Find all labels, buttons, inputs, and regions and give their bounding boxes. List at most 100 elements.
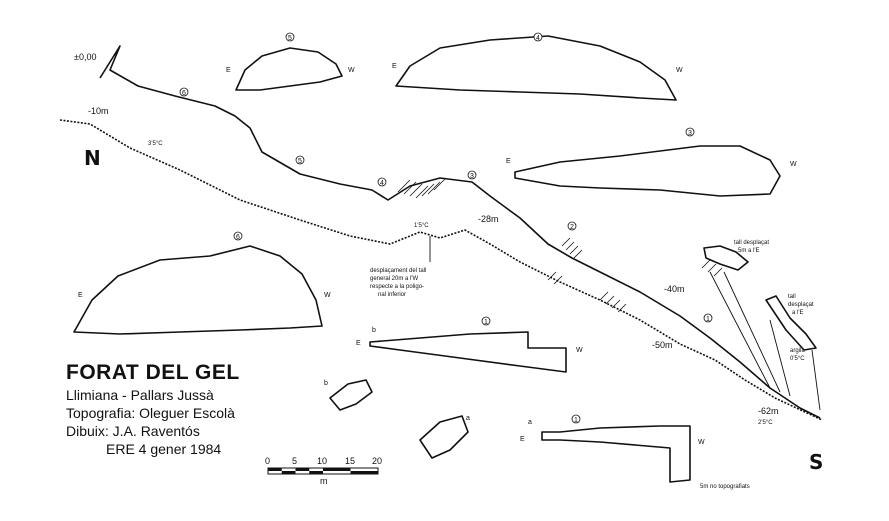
south-label: S	[809, 450, 824, 474]
hatch-block-1	[397, 177, 447, 199]
projection-line-2	[723, 271, 781, 393]
projection-line-3	[769, 319, 791, 397]
scale-unit: m	[320, 476, 328, 486]
location-text: Llimiana - Pallars Jussà	[66, 387, 214, 403]
section-6-number: 6	[236, 234, 240, 241]
profile-marker-3	[467, 170, 477, 180]
shifted-section-1	[703, 245, 749, 271]
projection-line-4	[811, 349, 821, 411]
section-3-east: E	[506, 158, 511, 165]
profile-marker-1-number: 1	[706, 316, 710, 323]
profile-marker-3-number: 3	[470, 173, 474, 180]
profile-marker-5-number: 5	[298, 158, 302, 165]
detail-b-outline	[329, 379, 373, 411]
section-3-number: 3	[688, 130, 692, 137]
drawing-credit: Dibuix: J.A. Raventós	[66, 423, 200, 439]
profile-marker-6	[179, 87, 189, 97]
scale-bar: 0 5 10 15 20 m	[265, 456, 382, 486]
section-1-number: 1	[484, 319, 488, 326]
depth-label-28: -28m	[478, 214, 499, 224]
temperature-label-2: 1'5°C	[414, 223, 429, 229]
scale-segment-3	[295, 468, 310, 471]
scale-tick-15: 15	[345, 456, 355, 466]
section-5-marker	[285, 32, 295, 42]
section-1-east: E	[356, 340, 361, 347]
depth-label-40: -40m	[664, 284, 685, 294]
hatch-block-4	[701, 259, 723, 277]
scale-tick-0: 0	[265, 456, 270, 466]
section-1a-outline	[541, 425, 691, 483]
profile-marker-6-number: 6	[182, 90, 186, 97]
section-1a-east: E	[520, 436, 525, 443]
profile-marker-4-number: 4	[380, 180, 384, 187]
section-4-outline	[395, 35, 677, 101]
note-shift-e-line-1: tall desplaçat	[734, 240, 769, 246]
detail-label-a-2: a	[466, 415, 470, 422]
temperature-label-1: 3'5°C	[148, 141, 163, 147]
depth-label-0: ±0,00	[74, 52, 96, 62]
topography-credit: Topografia: Oleguer Escolà	[66, 405, 235, 421]
note-clay-line-2: 0'5°C	[790, 356, 805, 362]
shifted-section-2	[765, 295, 817, 351]
section-1-west: W	[576, 347, 583, 354]
depth-label-50: -50m	[652, 340, 673, 350]
temperature-label-3: 2'5°C	[758, 420, 773, 426]
note-shift-line-3: respecte a la poligo-	[370, 284, 424, 290]
survey-date: ERE 4 gener 1984	[106, 441, 222, 457]
profile-marker-2-number: 2	[570, 224, 574, 231]
section-1-outline	[369, 331, 567, 373]
note-shift-line-4: nal inferior	[378, 292, 406, 298]
section-4-east: E	[392, 63, 397, 70]
section-5-outline	[235, 47, 343, 91]
profile-marker-5	[295, 155, 305, 165]
detail-label-b-1: b	[372, 327, 376, 334]
hatch-block-3	[599, 291, 627, 313]
note-shift-e2-line-3: a l'E	[792, 310, 803, 316]
scale-tick-20: 20	[372, 456, 382, 466]
scale-segment-4	[309, 471, 323, 474]
hatch-block-5	[547, 271, 563, 285]
section-1-marker	[481, 316, 491, 326]
section-1a-marker	[571, 414, 581, 424]
scale-segment-5	[323, 468, 351, 471]
note-shift-line-1: desplaçament del tall	[370, 268, 426, 274]
hatch-block-2	[561, 237, 583, 259]
scale-segment-2	[281, 471, 296, 474]
detail-a-outline	[419, 415, 469, 459]
section-5-east: E	[226, 67, 231, 74]
scale-segment-6	[350, 471, 378, 474]
profile-marker-2	[567, 221, 577, 231]
north-label: N	[84, 146, 101, 170]
section-1a-west: W	[698, 439, 705, 446]
note-bottom: 5m no topografiats	[700, 484, 750, 490]
scale-tick-5: 5	[292, 456, 297, 466]
scale-segment-1	[268, 468, 282, 471]
depth-label-10: -10m	[88, 106, 109, 116]
section-5-west: W	[348, 67, 355, 74]
profile-marker-4	[377, 177, 387, 187]
profile-marker-1	[703, 313, 713, 323]
section-1a-number: 1	[574, 417, 578, 424]
detail-label-a-1: a	[528, 419, 532, 426]
section-5-number: 5	[288, 35, 292, 42]
scale-tick-10: 10	[317, 456, 327, 466]
note-shift-e-line-2: 5m a l'E	[738, 248, 760, 254]
section-4-number: 4	[536, 35, 540, 42]
section-3-outline	[514, 145, 781, 197]
section-3-west: W	[790, 161, 797, 168]
note-clay-line-1: argila	[790, 348, 805, 354]
section-6-east: E	[78, 292, 83, 299]
section-6-outline	[73, 245, 323, 335]
cave-title: FORAT DEL GEL	[66, 361, 240, 384]
depth-label-62: -62m	[758, 406, 779, 416]
section-4-marker	[533, 32, 543, 42]
section-3-marker	[685, 127, 695, 137]
projection-line-1	[709, 271, 771, 389]
note-shift-e2-line-2: desplaçat	[788, 302, 814, 308]
note-shift-e2-line-1: tall	[788, 294, 796, 300]
section-4-west: W	[676, 67, 683, 74]
section-6-marker	[233, 231, 243, 241]
profile-ceiling-line	[99, 45, 821, 419]
detail-label-b-2: b	[324, 380, 328, 387]
